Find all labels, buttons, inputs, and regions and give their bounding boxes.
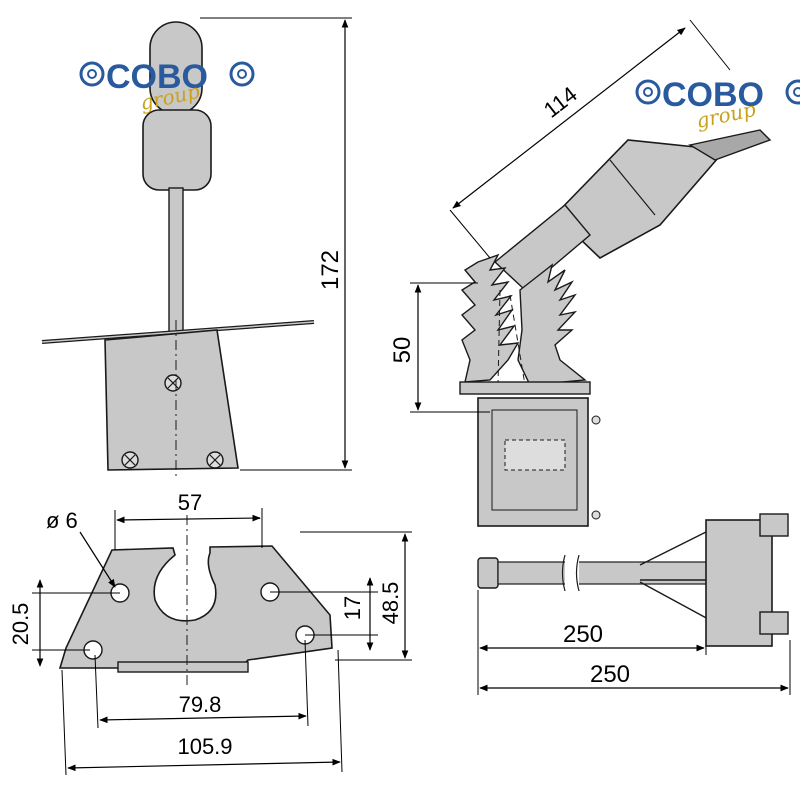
dimension-mount-width: 57 xyxy=(178,490,202,515)
dimension-line-57 xyxy=(116,514,261,524)
dimension-hole-spacing-horizontal: 79.8 xyxy=(179,692,222,717)
dimension-cable-length-b: 250 xyxy=(590,661,630,688)
dimension-hole-spacing-vertical: 17 xyxy=(340,596,365,620)
dimension-lever-length: 114 xyxy=(539,81,582,122)
logo-emblem-icon xyxy=(635,79,661,105)
mounting-plate xyxy=(58,545,333,669)
dimension-boot-height: 50 xyxy=(389,337,416,364)
dimension-plate-width: 105.9 xyxy=(177,734,232,759)
screw-icon xyxy=(591,415,601,425)
plate-bottom-flange xyxy=(117,661,249,673)
screw-icon xyxy=(591,510,601,520)
logo-word: COBO xyxy=(662,76,764,114)
dimension-line-114 xyxy=(452,27,686,209)
dimension-line-79-8 xyxy=(99,712,307,724)
dimension-plate-height: 48.5 xyxy=(378,582,403,625)
dimension-hole-diameter: ø 6 xyxy=(46,508,78,533)
cobo-logo: COBO group xyxy=(79,58,255,115)
screw-icon xyxy=(206,451,224,469)
mounting-plate-view: 57 ø 6 20.5 17 48.5 79.8 105.9 xyxy=(8,490,412,776)
rubber-boot-right xyxy=(517,263,587,386)
side-view: 114 50 xyxy=(389,19,772,527)
logo-emblem-icon xyxy=(785,79,800,105)
dimension-edge-height: 20.5 xyxy=(8,603,33,646)
dimension-cable-length-a: 250 xyxy=(563,621,603,648)
screw-icon xyxy=(164,374,182,392)
connector-latch xyxy=(759,513,789,537)
front-view: 172 xyxy=(41,17,352,480)
cable-end-sleeve xyxy=(477,557,499,589)
cable-break xyxy=(565,555,579,591)
dimension-line-105-9 xyxy=(67,758,341,772)
logo-emblem-icon xyxy=(229,61,255,87)
logo-word: COBO xyxy=(106,58,208,96)
rubber-boot xyxy=(460,253,520,383)
lever-shaft xyxy=(168,187,184,333)
dimension-overall-height: 172 xyxy=(317,250,344,290)
leader-hole-diameter xyxy=(79,531,116,588)
cobo-logo: COBO group xyxy=(635,76,800,133)
lever-knob-grip xyxy=(142,109,212,191)
lever-grip-end xyxy=(688,129,772,161)
switch-body-front xyxy=(104,329,239,471)
micro-switch xyxy=(504,439,566,471)
connector-latch xyxy=(759,611,789,635)
cable-assembly: 250 250 xyxy=(477,513,791,695)
logo-emblem-icon xyxy=(79,61,105,87)
mounting-flange-side xyxy=(459,381,591,395)
screw-icon xyxy=(121,451,139,469)
lever-shaft-side xyxy=(493,204,591,291)
